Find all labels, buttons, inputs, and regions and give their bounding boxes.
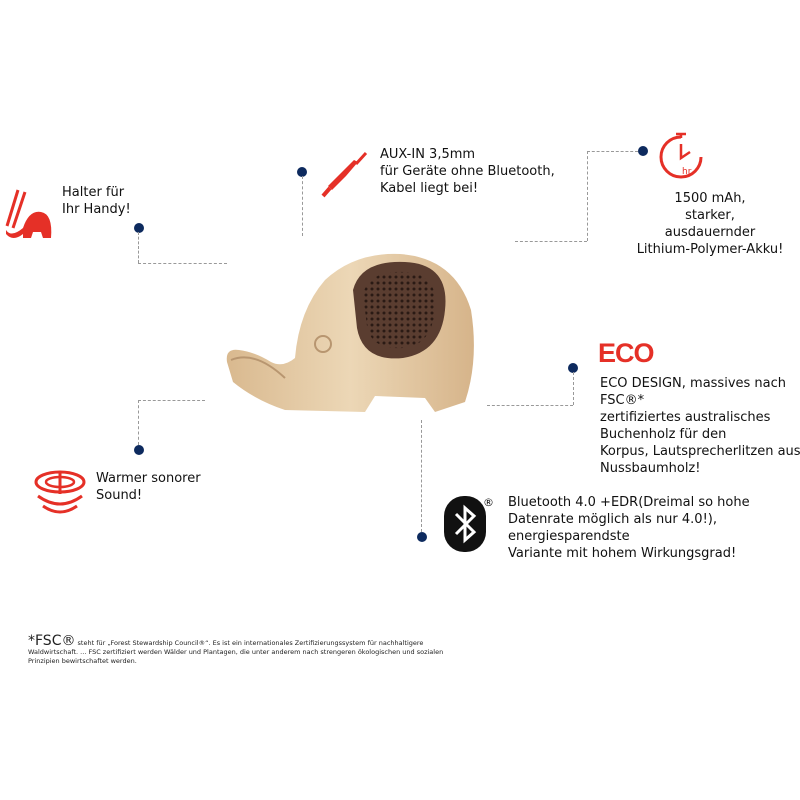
footnote-mark: *FSC® [28,633,76,649]
holder-dot [134,223,144,233]
sound-waves-icon [34,470,86,514]
connector-line [138,400,205,401]
footnote-text: steht für „Forest Stewardship Council®“.… [28,639,444,665]
speaker-grille [363,271,436,349]
battery-dot [638,146,648,156]
connector-line [302,176,303,236]
bluetooth-icon [444,496,486,552]
connector-line [587,151,588,241]
connector-line [573,372,574,405]
elephant-speaker-image [226,253,474,412]
connector-line [487,405,573,406]
aux-dot [297,167,307,177]
eco-badge: ECO [598,338,655,368]
svg-text:hr: hr [682,167,692,177]
connector-line [138,400,139,445]
connector-line [515,241,587,242]
bluetooth-dot [417,532,427,542]
connector-line [587,151,638,152]
connector-line [138,232,139,263]
footnote: *FSC® steht für „Forest Stewardship Coun… [28,634,448,666]
audio-jack-icon [321,151,368,198]
registered-mark: ® [483,496,494,509]
connector-line [421,420,422,532]
phone-holder-elephant-icon [5,189,52,238]
connector-line [138,263,227,264]
eco-dot [568,363,578,373]
sound-dot [134,445,144,455]
timer-hr-icon: hr [659,132,703,179]
